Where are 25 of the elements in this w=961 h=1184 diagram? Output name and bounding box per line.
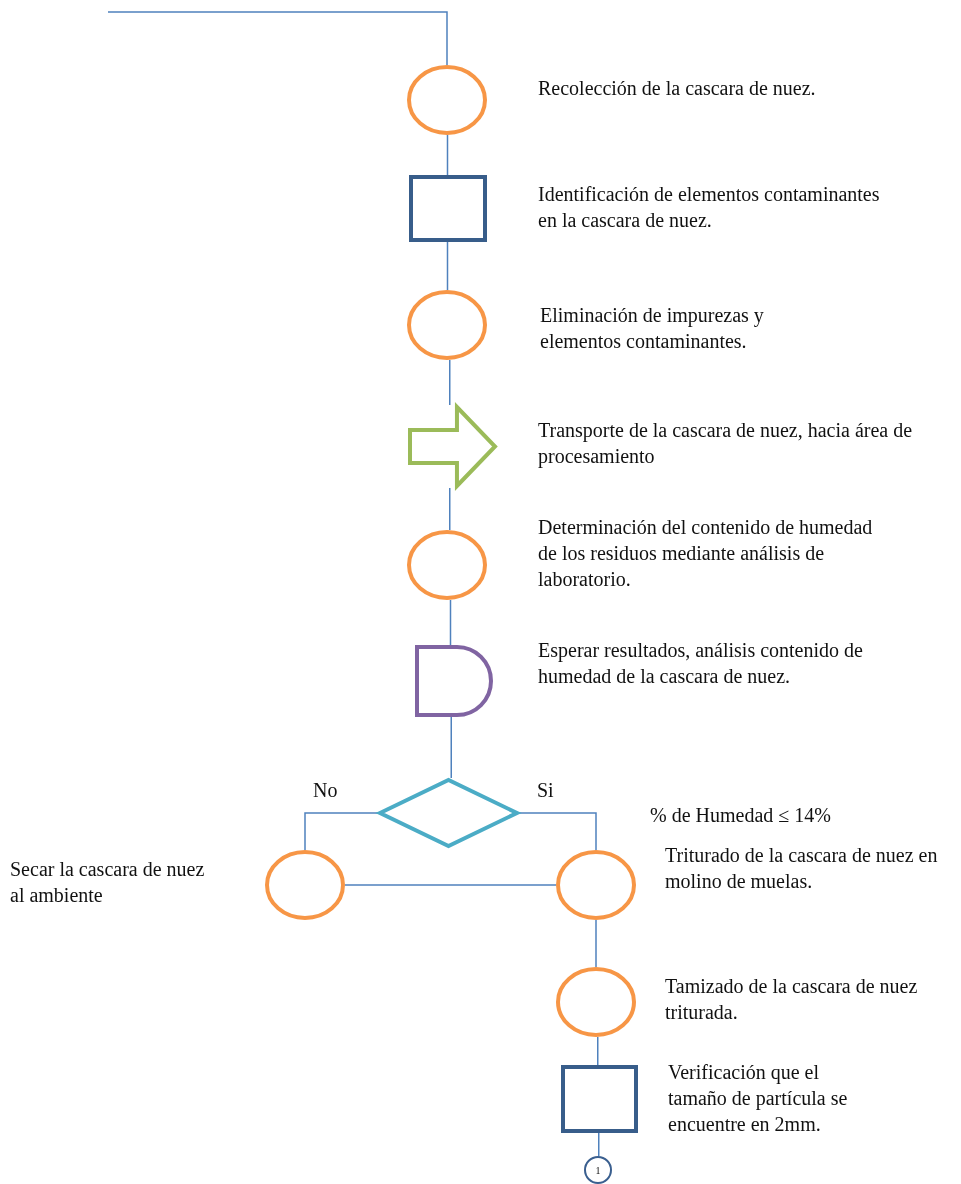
connector-line [449,487,451,531]
step-description: Tamizado de la cascara de nuez triturada. [665,974,919,1025]
step-description: Eliminación de impurezas y elementos contaminantes. [540,303,765,354]
step-description: Esperar resultados, análisis contenido de humedad de la cascara de nuez. [538,638,864,689]
step-description: Determinación del contenido de humedad de los residuos mediante análisis de laboratorio. [538,515,874,592]
connector-line [518,812,597,851]
step-description: Recolección de la cascara de nuez. [538,76,817,101]
connector-line [304,812,379,851]
connector-line [107,11,448,66]
step-description: Identificación de elementos contaminantes en la cascara de nuez. [538,182,881,233]
connector-line [446,134,449,176]
connector-line [449,599,452,646]
step-description: Verificación que el tamaño de partícula se encuentre en 2mm. [668,1060,849,1137]
connector-line [446,241,449,291]
connector-circle: 1 [584,1156,612,1184]
condition-note: % de Humedad ≤ 14% [650,803,831,828]
connector-line [595,919,597,968]
step-description: Secar la cascara de nuez al ambiente [10,857,205,908]
connector-line [450,716,452,779]
connector-line [597,1036,599,1066]
step-description: Transporte de la cascara de nuez, hacia área de procesamiento [538,418,914,469]
connector-line [598,1132,600,1157]
step-description: Triturado de la cascara de nuez en molino de muelas. [665,843,939,894]
connector-line [449,359,451,406]
connector-line [344,884,557,886]
